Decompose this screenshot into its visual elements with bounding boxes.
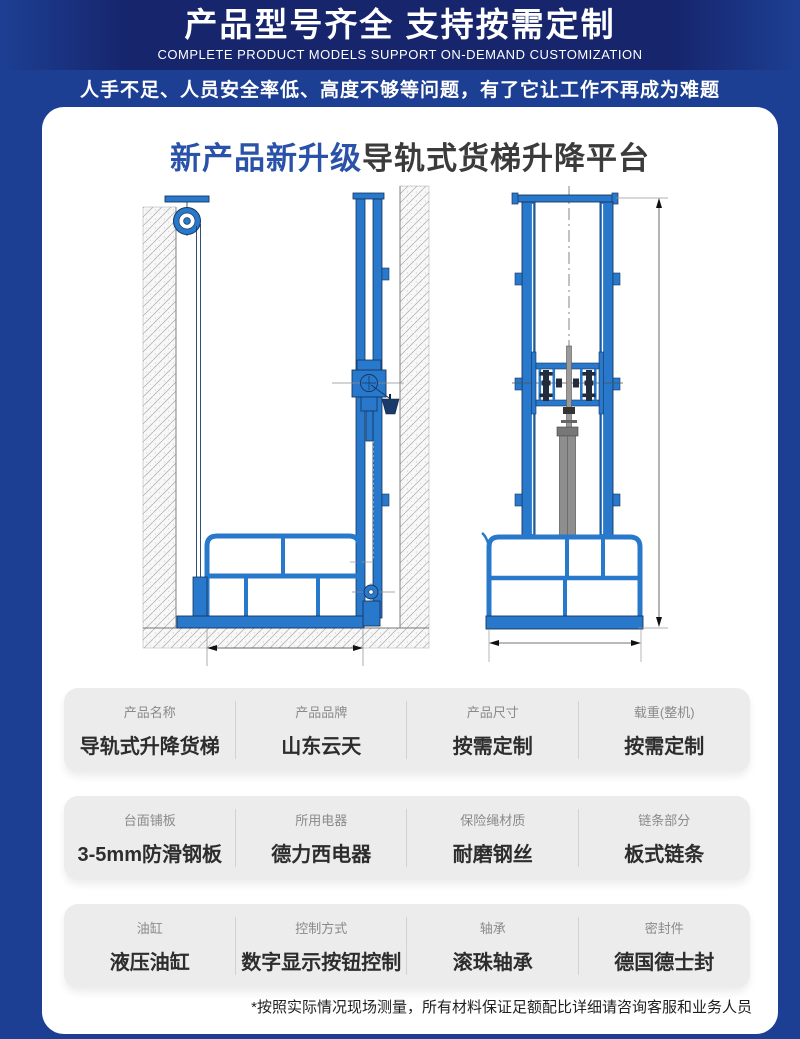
card-title-highlight: 新产品新升级	[170, 141, 362, 176]
front-view	[481, 186, 668, 662]
spec-label: 控制方式	[295, 920, 348, 936]
spec-cell: 控制方式 数字显示按钮控制	[236, 904, 408, 988]
dimension-side-width	[206, 628, 364, 666]
dimension-front-width	[488, 629, 642, 662]
card-title: 新产品新升级导轨式货梯升降平台	[42, 133, 778, 178]
spec-cell: 保险绳材质 耐磨钢丝	[407, 796, 579, 880]
spec-cell: 台面铺板 3-5mm防滑钢板	[64, 796, 236, 880]
spec-value: 德国德士封	[614, 951, 715, 974]
platform-base	[176, 615, 365, 629]
spec-value: 3-5mm防滑钢板	[77, 843, 222, 866]
spec-value: 按需定制	[624, 735, 705, 758]
spec-label: 台面铺板	[123, 812, 176, 828]
spec-value: 板式链条	[624, 843, 705, 866]
card-title-rest: 导轨式货梯升降平台	[362, 141, 650, 176]
side-view	[142, 185, 430, 666]
spec-value: 德力西电器	[271, 843, 372, 866]
spec-cell: 轴承 滚珠轴承	[407, 904, 579, 988]
platform-front	[481, 531, 644, 630]
spec-row-2: 台面铺板 3-5mm防滑钢板 所用电器 德力西电器 保险绳材质 耐磨钢丝 链条部…	[64, 796, 750, 880]
spec-value: 数字显示按钮控制	[241, 951, 402, 974]
spec-label: 油缸	[136, 920, 163, 936]
spec-cell: 载重(整机) 按需定制	[579, 688, 751, 772]
content-card: 新产品新升级导轨式货梯升降平台	[42, 107, 778, 1034]
header: 产品型号齐全 支持按需定制 COMPLETE PRODUCT MODELS SU…	[0, 0, 800, 70]
counterweight	[381, 398, 400, 415]
shaft-walls	[142, 185, 430, 649]
platform-base	[485, 615, 644, 630]
spec-label: 所用电器	[295, 812, 348, 828]
page-title: 产品型号齐全 支持按需定制	[184, 5, 616, 43]
spec-value: 滚珠轴承	[452, 951, 533, 974]
sprocket-right	[582, 370, 596, 401]
cylinder-head-bracket	[332, 359, 404, 442]
hydraulic-cylinder	[556, 345, 579, 537]
spec-label: 链条部分	[638, 812, 691, 828]
spec-label: 产品品牌	[295, 704, 348, 720]
spec-cell: 产品名称 导轨式升降货梯	[64, 688, 236, 772]
spec-label: 保险绳材质	[460, 812, 526, 828]
spec-label: 产品尺寸	[466, 704, 519, 720]
spec-row-1: 产品名称 导轨式升降货梯 产品品牌 山东云天 产品尺寸 按需定制 载重(整机) …	[64, 688, 750, 772]
rope-anchor-post	[192, 576, 208, 618]
spec-cell: 所用电器 德力西电器	[236, 796, 408, 880]
spec-cell: 产品尺寸 按需定制	[407, 688, 579, 772]
spec-label: 产品名称	[123, 704, 176, 720]
spec-value: 耐磨钢丝	[452, 843, 533, 866]
spec-value: 液压油缸	[109, 951, 190, 974]
sprocket-left	[539, 370, 553, 401]
header-tagline: 人手不足、人员安全率低、高度不够等问题，有了它让工作不再成为难题	[79, 80, 720, 101]
dimension-height	[616, 197, 668, 629]
spec-value: 按需定制	[452, 735, 533, 758]
platform-side	[176, 533, 365, 629]
technical-drawing	[142, 185, 668, 666]
spec-cell: 产品品牌 山东云天	[236, 688, 408, 772]
spec-label: 轴承	[479, 920, 506, 936]
footer-strip	[0, 1034, 800, 1039]
spec-cell: 密封件 德国德士封	[579, 904, 751, 988]
mast-carriage	[352, 583, 395, 627]
top-pulley	[164, 195, 210, 236]
spec-row-3: 油缸 液压油缸 控制方式 数字显示按钮控制 轴承 滚珠轴承 密封件 德国德士封	[64, 904, 750, 988]
measurement-note: *按照实际情况现场测量，所有材料保证足额配比详细请咨询客服和业务人员	[251, 999, 752, 1016]
crossbar	[511, 192, 619, 205]
spec-label: 密封件	[644, 920, 684, 936]
hoist-ropes	[196, 224, 201, 577]
spec-cell: 油缸 液压油缸	[64, 904, 236, 988]
spec-label: 载重(整机)	[633, 704, 695, 720]
spec-value: 导轨式升降货梯	[79, 735, 220, 758]
spec-value: 山东云天	[281, 735, 362, 758]
spec-cell: 链条部分 板式链条	[579, 796, 751, 880]
page-subtitle: COMPLETE PRODUCT MODELS SUPPORT ON-DEMAN…	[157, 47, 643, 63]
